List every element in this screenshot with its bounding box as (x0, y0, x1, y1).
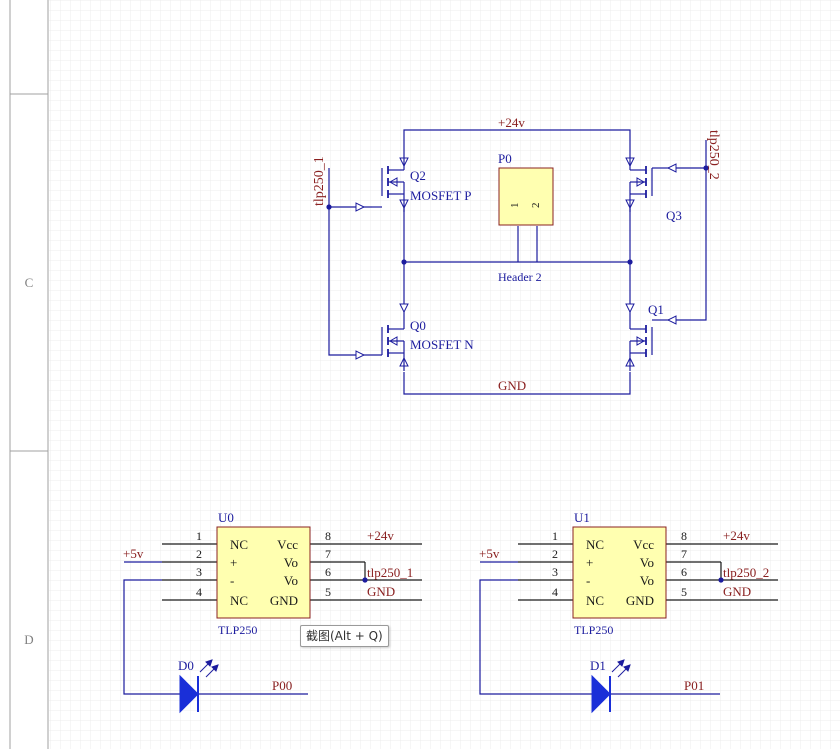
q0-comment: MOSFET N (410, 337, 474, 352)
u0-designator: U0 (218, 510, 234, 525)
u0-label-nc1: NC (230, 537, 248, 552)
u1-designator: U1 (574, 510, 590, 525)
u0-label-minus: - (230, 573, 234, 588)
u1-comment: TLP250 (574, 623, 613, 637)
u1-net-out: tlp250_2 (723, 565, 769, 580)
u1-pin-3: 3 (552, 565, 558, 579)
u1-pin-6: 6 (681, 565, 687, 579)
q3-designator: Q3 (666, 208, 682, 223)
led-d0[interactable]: D0 P00 (178, 658, 292, 714)
zone-label-c: C (25, 275, 34, 290)
led-d1[interactable]: D1 P01 (590, 658, 704, 714)
optocoupler-u1[interactable]: 1 2 3 4 8 7 6 5 NC + - NC Vcc Vo Vo GND … (479, 510, 778, 695)
junction (718, 577, 724, 583)
u0-pin-2: 2 (196, 547, 202, 561)
header-comment: Header 2 (498, 270, 542, 284)
u0-label-vcc: Vcc (277, 537, 298, 552)
h-bridge (328, 129, 707, 395)
u0-pin-8: 8 (325, 529, 331, 543)
u1-pin-4: 4 (552, 585, 558, 599)
header-designator: P0 (498, 151, 512, 166)
u1-pin-2: 2 (552, 547, 558, 561)
zone-label-d: D (24, 632, 33, 647)
q2-comment: MOSFET P (410, 188, 472, 203)
u0-pin-4: 4 (196, 585, 202, 599)
q0-designator: Q0 (410, 318, 426, 333)
u0-net-5v: +5v (123, 546, 144, 561)
u0-comment: TLP250 (218, 623, 257, 637)
u0-label-plus: + (230, 555, 237, 570)
q2-designator: Q2 (410, 168, 426, 183)
u1-label-gnd: GND (626, 593, 654, 608)
net-label-24v-top: +24v (498, 115, 525, 130)
u0-net-out: tlp250_1 (367, 565, 413, 580)
u1-pin-1: 1 (552, 529, 558, 543)
u1-label-nc1: NC (586, 537, 604, 552)
header-pin-1: 1 (509, 203, 521, 209)
junction (362, 577, 368, 583)
u1-net-24v: +24v (723, 528, 750, 543)
u1-net-gnd: GND (723, 584, 751, 599)
u1-label-minus: - (586, 573, 590, 588)
u1-pin-5: 5 (681, 585, 687, 599)
u1-label-vo2: Vo (640, 573, 654, 588)
screenshot-tooltip: 截图(Alt + Q) (300, 625, 389, 647)
net-label-tlp250-1-left: tlp250_1 (312, 156, 327, 206)
junctions (326, 165, 709, 265)
u1-pin-7: 7 (681, 547, 687, 561)
d1-designator: D1 (590, 658, 606, 673)
u0-pin-6: 6 (325, 565, 331, 579)
net-label-gnd-top: GND (498, 378, 526, 393)
optocoupler-u0[interactable]: 1 2 3 4 8 7 6 5 NC + - NC Vcc Vo Vo GND … (123, 510, 422, 695)
u1-label-vo1: Vo (640, 555, 654, 570)
u0-pin-1: 1 (196, 529, 202, 543)
u0-net-gnd: GND (367, 584, 395, 599)
gate-leads (365, 167, 668, 356)
q1-designator: Q1 (648, 302, 664, 317)
u0-net-24v: +24v (367, 528, 394, 543)
header-p0[interactable]: 1 2 (498, 167, 554, 226)
u0-pin-5: 5 (325, 585, 331, 599)
u0-pin-3: 3 (196, 565, 202, 579)
d1-net: P01 (684, 678, 704, 693)
u1-label-plus: + (586, 555, 593, 570)
u0-label-gnd: GND (270, 593, 298, 608)
d0-designator: D0 (178, 658, 194, 673)
u1-net-5v: +5v (479, 546, 500, 561)
u0-pin-7: 7 (325, 547, 331, 561)
u1-label-vcc: Vcc (633, 537, 654, 552)
u1-label-nc2: NC (586, 593, 604, 608)
u0-label-vo1: Vo (284, 555, 298, 570)
d0-net: P00 (272, 678, 292, 693)
u0-label-nc2: NC (230, 593, 248, 608)
header-pin-2: 2 (530, 203, 542, 209)
u1-pin-8: 8 (681, 529, 687, 543)
net-label-tlp250-2-right: tlp250_2 (706, 130, 721, 180)
pin-arrows (355, 157, 677, 367)
sheet-border: C D (0, 0, 49, 749)
u0-label-vo2: Vo (284, 573, 298, 588)
